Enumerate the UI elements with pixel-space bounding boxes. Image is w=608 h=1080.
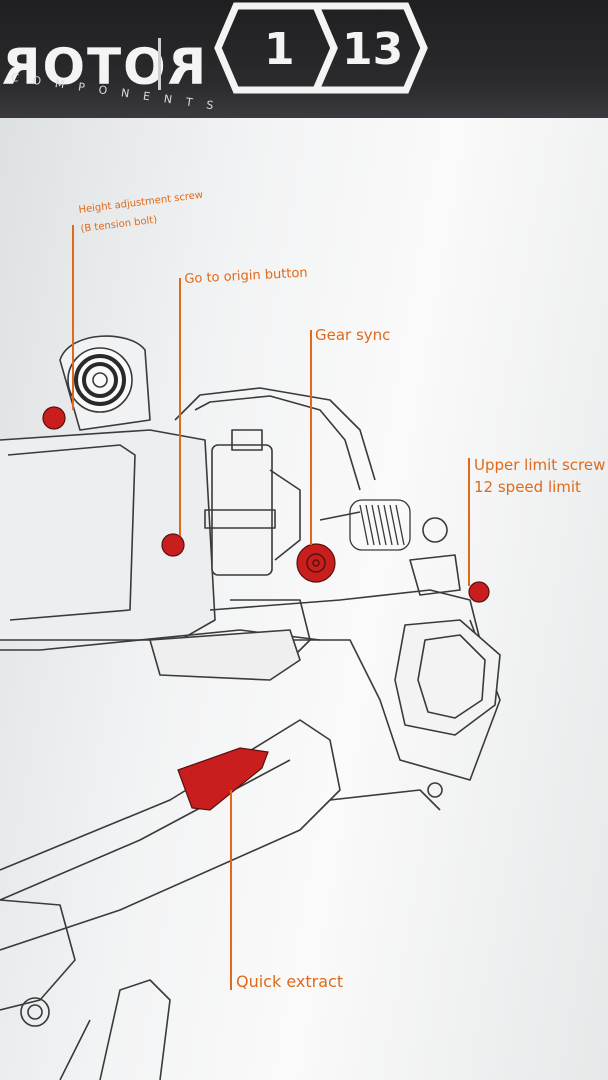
origin-button-part — [161, 533, 185, 557]
upper-limit-sublabel: 12 speed limit — [474, 478, 581, 496]
gear-sync-label: Gear sync — [315, 326, 391, 344]
hex-logo: 1 13 — [214, 2, 428, 94]
height-screw-leader — [72, 225, 74, 410]
logo-left-text: 1 — [264, 24, 295, 75]
logo-right-text: 13 — [342, 24, 403, 75]
height-screw-part — [42, 406, 66, 430]
header-divider — [158, 38, 161, 90]
gear-sync-knob — [296, 543, 336, 583]
quick-extract-label: Quick extract — [236, 972, 344, 991]
origin-button-leader — [179, 278, 181, 536]
upper-limit-screw-part — [468, 581, 490, 603]
gear-sync-leader — [310, 330, 312, 545]
quick-extract-leader — [230, 790, 232, 990]
upper-limit-leader — [468, 458, 470, 586]
upper-limit-label: Upper limit screw — [474, 456, 606, 474]
quick-extract-part — [177, 747, 269, 811]
header-band: ROTOR COMPONENTS 1 13 — [0, 0, 608, 118]
